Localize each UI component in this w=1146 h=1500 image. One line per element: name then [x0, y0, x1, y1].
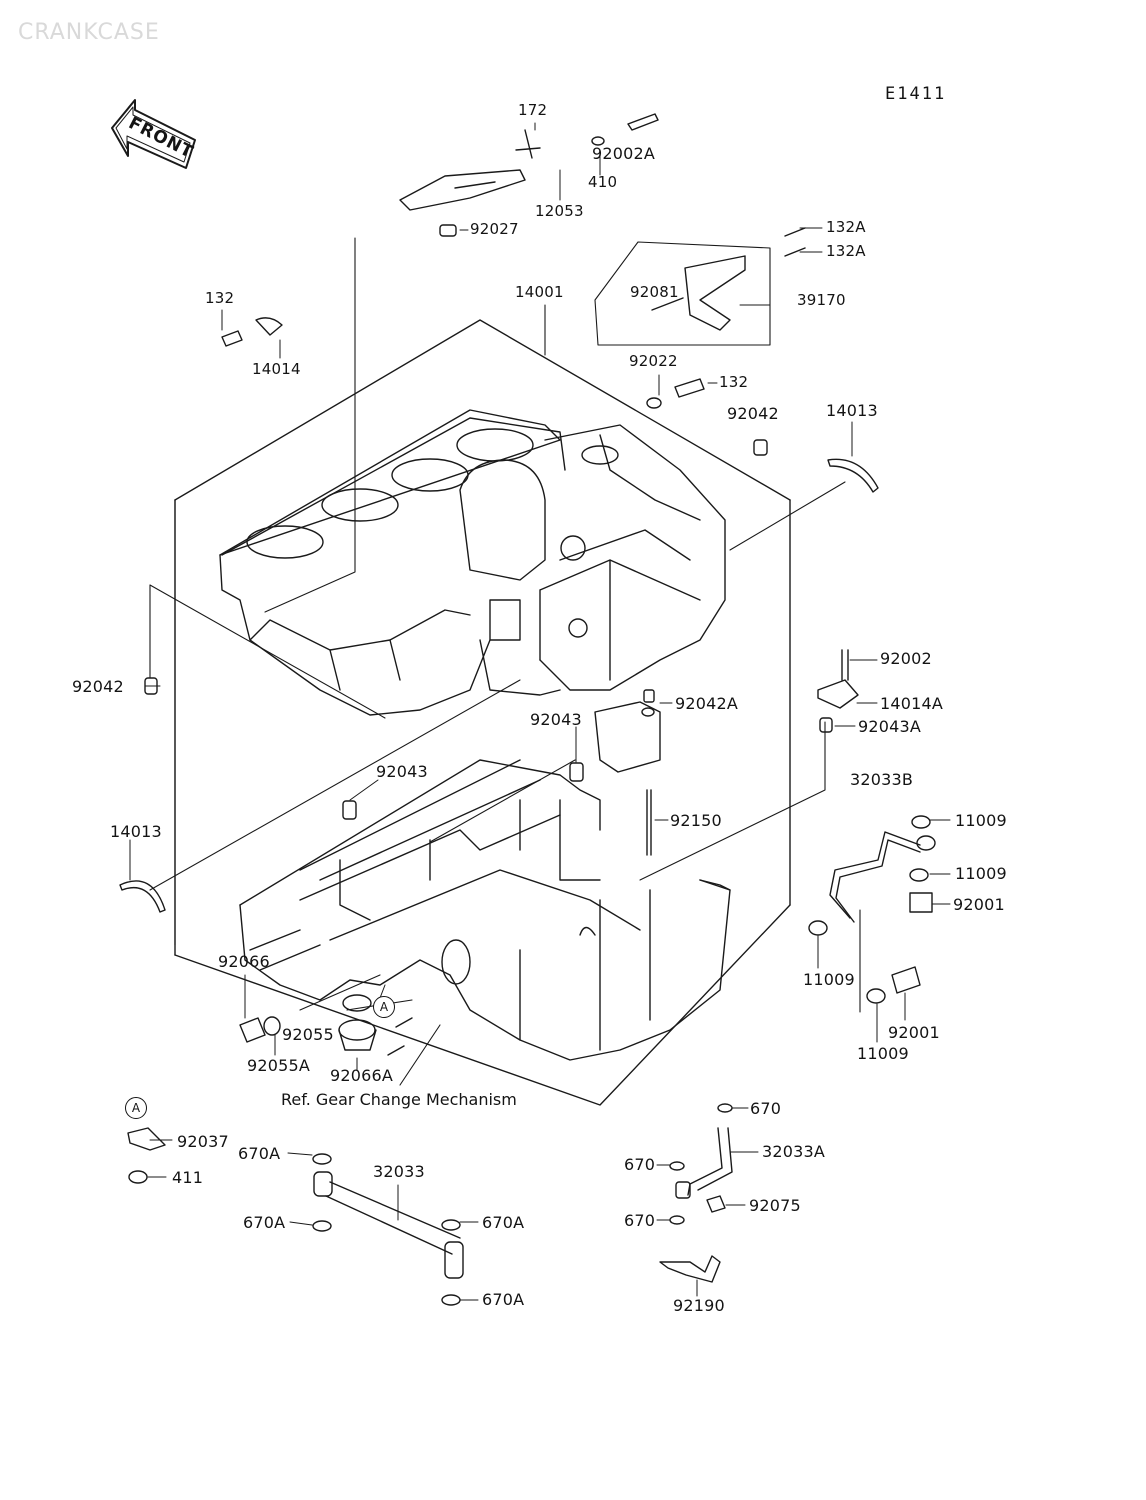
part-label-92190: 92190 [673, 1296, 725, 1315]
bearing-cap [594, 689, 661, 856]
part-label-32033b: 32033B [850, 770, 914, 789]
dowel-92043-right [569, 762, 584, 782]
part-label-92055a: 92055A [247, 1056, 311, 1075]
stopper-39170 [651, 227, 806, 331]
part-label-92027: 92027 [470, 220, 519, 238]
part-label-92002: 92002 [880, 649, 932, 668]
lower-crankcase [174, 759, 791, 1106]
part-label-670a-third: 670A [482, 1213, 525, 1232]
part-label-92055: 92055 [282, 1025, 334, 1044]
part-label-132a-second: 132A [826, 242, 866, 260]
part-label-92043-left: 92043 [376, 762, 428, 781]
dowel-92042-top [753, 439, 768, 456]
part-label-92043a: 92043A [858, 717, 922, 736]
front-arrow-icon [111, 99, 196, 169]
part-label-92081: 92081 [630, 283, 679, 301]
part-label-92001-second: 92001 [888, 1023, 940, 1042]
bolt-132-mid [646, 378, 705, 409]
part-label-132-top: 132 [205, 289, 235, 307]
bolt-92002a [591, 113, 659, 146]
oil-pipe-32033b [808, 815, 936, 1004]
part-label-132-mid: 132 [719, 373, 749, 391]
oil-plug-parts [239, 994, 413, 1056]
part-label-92037: 92037 [177, 1132, 229, 1151]
part-label-92001-first: 92001 [953, 895, 1005, 914]
part-label-670a-second: 670A [243, 1213, 286, 1232]
part-label-32033a: 32033A [762, 1142, 826, 1161]
part-label-11009-third: 11009 [803, 970, 855, 989]
part-label-92066a: 92066A [330, 1066, 394, 1085]
dowel-92027 [439, 224, 457, 237]
part-label-14013-left: 14013 [110, 822, 162, 841]
dowel-92043-left [342, 800, 357, 820]
bracket-92037 [127, 1127, 166, 1184]
part-label-92066: 92066 [218, 952, 270, 971]
part-label-410: 410 [588, 173, 618, 191]
part-label-14014: 14014 [252, 360, 301, 378]
bolt-132-top [221, 317, 283, 347]
part-label-14001: 14001 [515, 283, 564, 301]
part-label-670-second: 670 [624, 1155, 656, 1174]
part-label-14014a: 14014A [880, 694, 944, 713]
part-label-92075: 92075 [749, 1196, 801, 1215]
part-label-172: 172 [518, 101, 548, 119]
part-label-670-third: 670 [624, 1211, 656, 1230]
circle-marker-a-upper: A [373, 996, 395, 1018]
bearing-insert-14013-left [119, 880, 166, 913]
part-label-670-first: 670 [750, 1099, 782, 1118]
upper-crankcase [174, 319, 791, 956]
part-label-92022: 92022 [629, 352, 678, 370]
part-label-14013-top: 14013 [826, 401, 878, 420]
circle-marker-a-lower: A [125, 1097, 147, 1119]
part-label-39170: 39170 [797, 291, 846, 309]
part-label-132a-first: 132A [826, 218, 866, 236]
part-label-92042a: 92042A [675, 694, 739, 713]
oil-pipe-32033 [312, 1153, 464, 1306]
part-label-411: 411 [172, 1168, 204, 1187]
part-label-92002a: 92002A [592, 144, 656, 163]
part-label-92042-left: 92042 [72, 677, 124, 696]
part-label-11009-first: 11009 [955, 811, 1007, 830]
clamp-14014a [817, 649, 859, 733]
oil-jet-92190 [659, 1255, 721, 1283]
part-label-32033: 32033 [373, 1162, 425, 1181]
part-label-92043-right: 92043 [530, 710, 582, 729]
watermark-text: CRANKCASE [18, 20, 160, 45]
part-label-11009-second: 11009 [955, 864, 1007, 883]
oil-pipe-32033a [669, 1103, 733, 1225]
part-label-92150: 92150 [670, 811, 722, 830]
diagram-code: E1411 [885, 84, 947, 104]
part-label-670a-fourth: 670A [482, 1290, 525, 1309]
plate-12053 [399, 129, 541, 211]
part-label-11009-fourth: 11009 [857, 1044, 909, 1063]
part-label-670a-first: 670A [238, 1144, 281, 1163]
part-label-12053: 12053 [535, 202, 584, 220]
bracket-group-outline [594, 241, 771, 346]
reference-note: Ref. Gear Change Mechanism [281, 1090, 517, 1109]
part-label-92042-top: 92042 [727, 404, 779, 423]
bearing-insert-14013-top [827, 458, 879, 493]
